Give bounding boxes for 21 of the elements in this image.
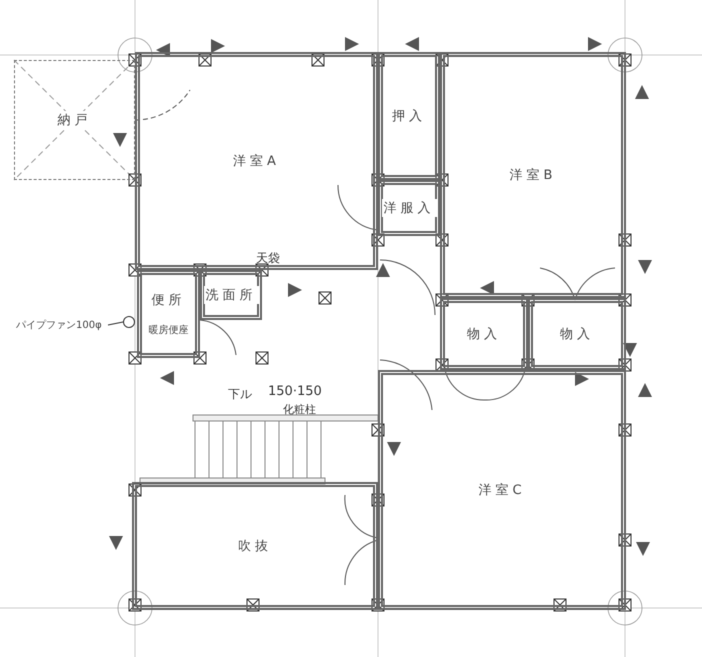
plan-annotation: 150·150	[268, 384, 322, 399]
storage-outline	[14, 60, 135, 180]
fan-label: パイプファン100φ	[14, 318, 104, 332]
room-outline	[137, 270, 200, 358]
room-outline	[440, 52, 626, 298]
leader-line	[108, 322, 124, 326]
fan-symbol	[123, 316, 135, 328]
plan-annotation: 化粧柱	[283, 402, 316, 417]
fixture-label: 暖房便座	[146, 323, 190, 337]
room-label: 洋服入	[382, 199, 436, 217]
room-outline	[528, 298, 626, 370]
plan-annotation: 天袋	[256, 250, 280, 267]
room-outline	[378, 52, 440, 180]
room-outline	[135, 52, 378, 270]
room-outline	[378, 180, 440, 236]
room-outline	[200, 270, 262, 320]
room-label: 洗面所	[204, 286, 258, 304]
plan-annotation: 下ル	[228, 386, 252, 403]
room-outline	[440, 298, 528, 370]
room-outline	[378, 370, 626, 610]
room-outline	[132, 482, 378, 610]
